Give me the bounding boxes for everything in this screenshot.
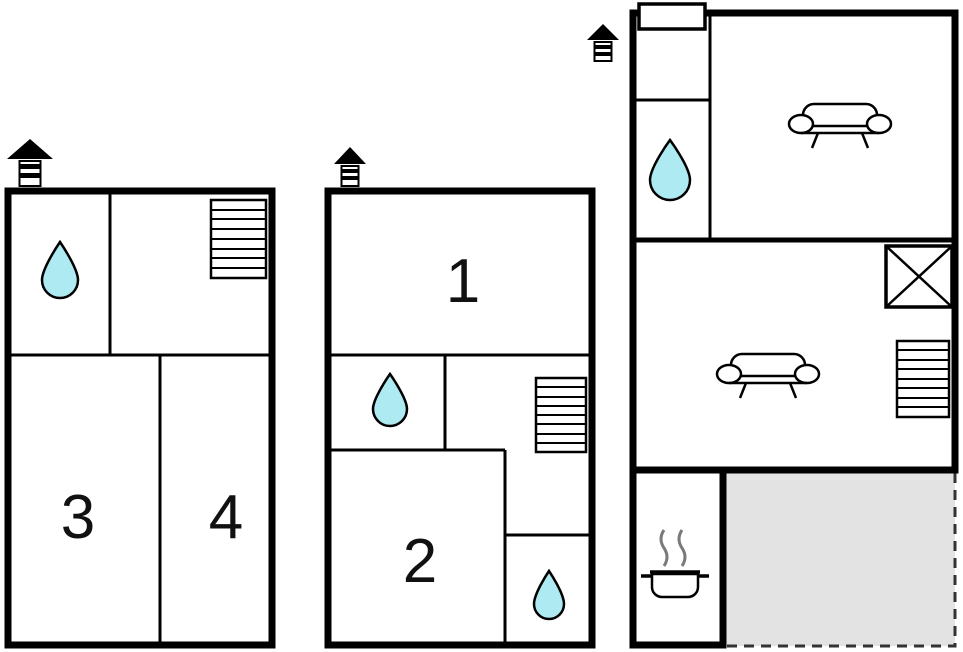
stairs-icon [895, 339, 951, 419]
cooking-pot-icon [641, 529, 709, 599]
terrace-dashed-border [724, 473, 957, 648]
water-drop-icon [532, 568, 566, 621]
interior-walls [8, 191, 272, 645]
terrace-area [726, 473, 955, 646]
unit-right-plan [629, 2, 959, 649]
water-drop-icon [371, 371, 409, 428]
stairs-icon [534, 376, 588, 454]
outer-wall [4, 187, 276, 649]
room-label-3: 3 [61, 483, 95, 552]
chimney-vent-icon [7, 139, 53, 187]
room-label-1: 1 [446, 247, 480, 316]
steam-icon [659, 529, 687, 567]
chimney-vent-icon [587, 24, 619, 62]
window-cross-icon [884, 244, 954, 309]
interior-walls [630, 13, 955, 243]
unit-middle-plan: 1 2 [324, 187, 596, 649]
room-label-4: 4 [209, 483, 243, 552]
stairs-icon [209, 198, 268, 280]
chimney-vent-icon [334, 147, 366, 187]
outer-wall [324, 187, 596, 649]
unit-left-plan: 3 4 [4, 187, 276, 649]
sofa-icon [787, 102, 893, 149]
room-label-2: 2 [403, 527, 437, 596]
chimney [637, 2, 707, 31]
water-drop-icon [648, 137, 692, 202]
water-drop-icon [40, 239, 80, 300]
interior-walls [328, 353, 592, 645]
sofa-icon [715, 352, 821, 399]
